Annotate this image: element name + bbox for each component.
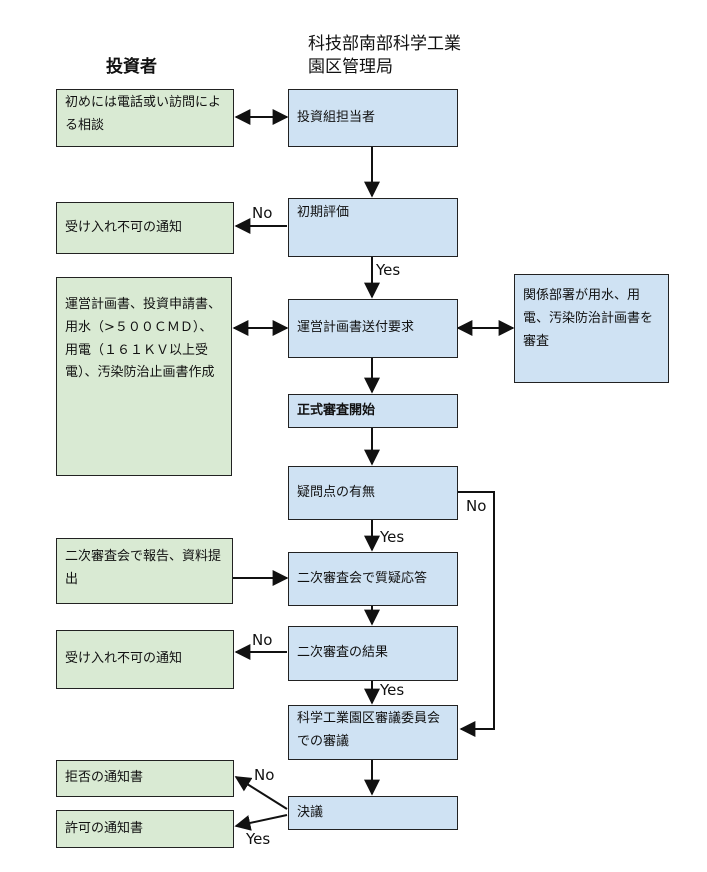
reject-notice-box-2: 受け入れ不可の通知 [56, 630, 234, 689]
arrow-resolution-permit [234, 814, 288, 831]
second-report-box: 二次審査会で報告、資料提出 [56, 538, 233, 604]
initial-consult-box: 初めには電話或い訪問による相談 [56, 89, 234, 147]
formal-review-box: 正式審査開始 [288, 394, 458, 428]
questions-box: 疑問点の有無 [288, 466, 458, 520]
investment-officer-box: 投資組担当者 [288, 89, 458, 147]
docs-preparation-box: 運営計画書、投資申請書、用水（>５００ＣＭＤ）、用電（１６１ＫＶ以上受電）、汚染… [56, 277, 232, 476]
second-result-box: 二次審査の結果 [288, 626, 458, 681]
initial-eval-box: 初期評価 [288, 198, 458, 257]
arrow-resolution-refusal [234, 776, 288, 810]
qa-session-box: 二次審査会で質疑応答 [288, 552, 458, 606]
investor-header: 投資者 [106, 57, 157, 77]
label-no-initial: No [252, 204, 273, 222]
label-no-second: No [252, 631, 273, 649]
plan-request-box: 運営計画書送付要求 [288, 299, 458, 358]
label-yes-initial: Yes [376, 261, 401, 279]
permit-letter-box: 許可の通知書 [56, 810, 234, 848]
authority-header: 科技部南部科学工業園区管理局 [308, 34, 461, 77]
arrow-questions-committee [458, 491, 495, 737]
label-yes-questions: Yes [380, 528, 405, 546]
related-dept-box: 関係部署が用水、用電、汚染防治計画書を審査 [514, 274, 669, 383]
label-no-questions: No [466, 497, 487, 515]
label-no-resolution: No [254, 766, 275, 784]
label-yes-second: Yes [380, 681, 405, 699]
resolution-box: 決議 [288, 796, 458, 830]
refusal-letter-box: 拒否の通知書 [56, 760, 234, 797]
committee-box: 科学工業園区審議委員会での審議 [288, 705, 458, 760]
reject-notice-box-1: 受け入れ不可の通知 [56, 202, 234, 254]
label-yes-resolution: Yes [246, 830, 271, 848]
